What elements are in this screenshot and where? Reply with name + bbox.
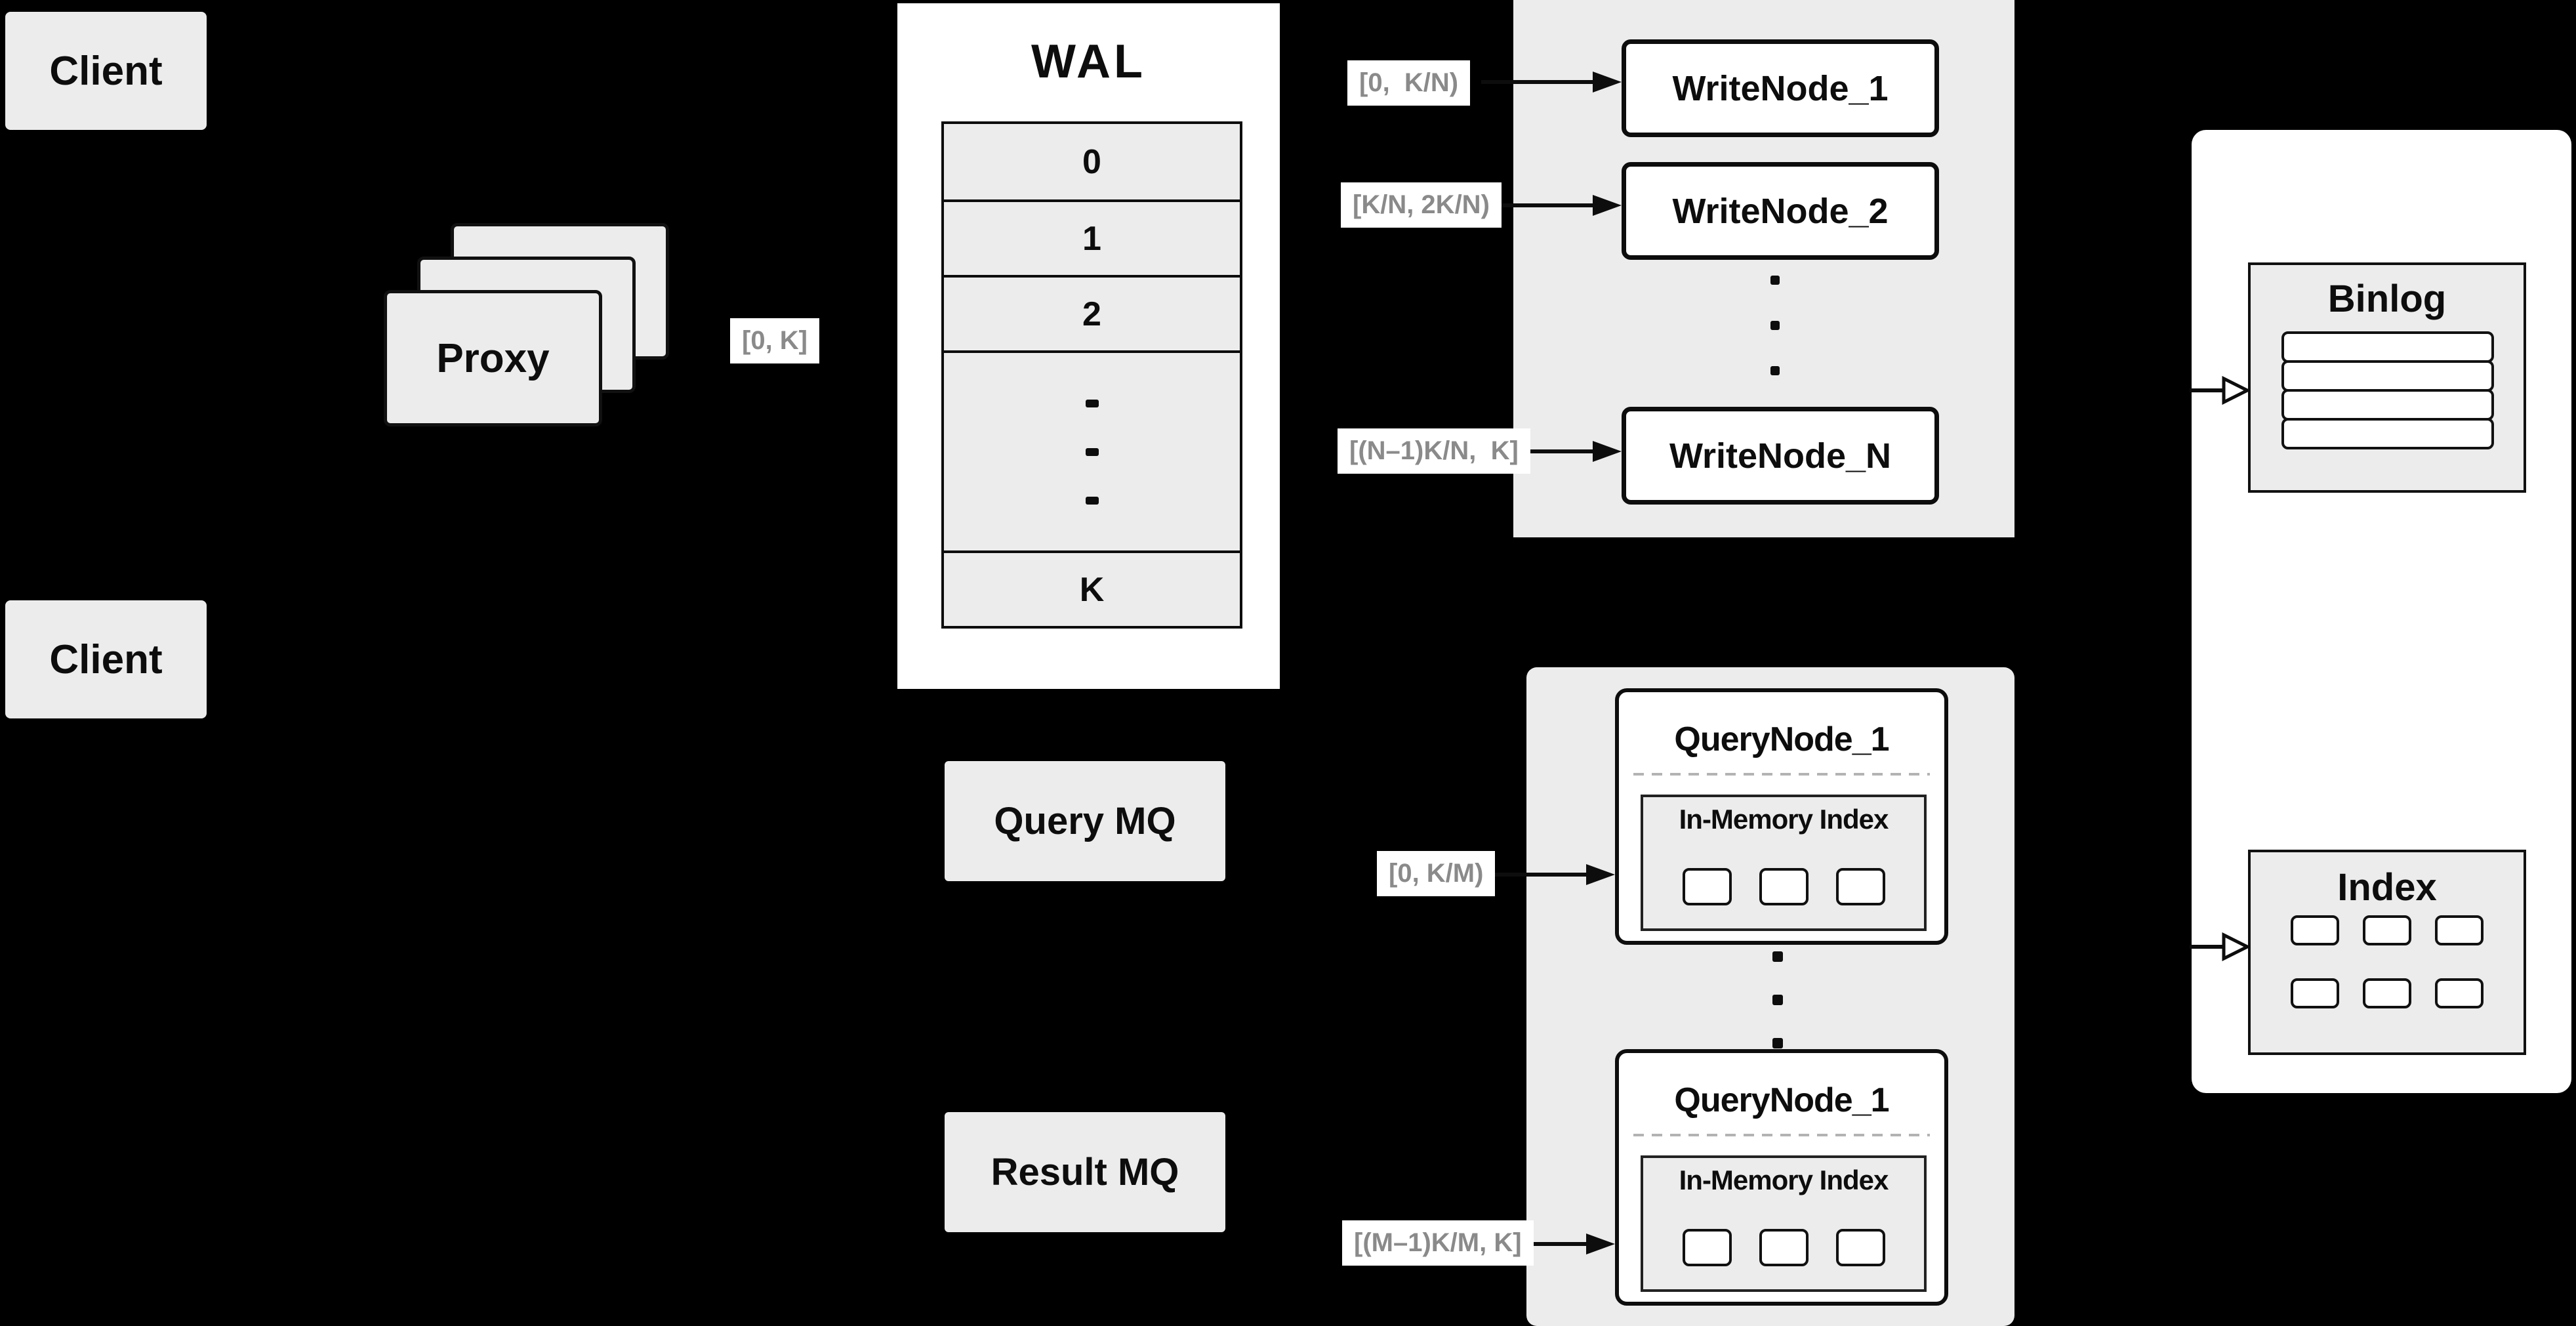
- arrow-to-writenode-2: [1489, 195, 1622, 216]
- wal-title: WAL: [1031, 35, 1146, 88]
- result-mq-label: Result MQ: [991, 1151, 1179, 1193]
- memory-cell: [1682, 868, 1732, 905]
- edge-label-writenode-n: [(N–1)K/N, K]: [1338, 428, 1530, 474]
- write-node-2: WriteNode_2: [1622, 162, 1939, 260]
- index-box: Index: [2248, 850, 2526, 1055]
- wal-table: 0 1 2 K: [941, 121, 1242, 629]
- binlog-row: [2281, 389, 2494, 421]
- vertical-ellipsis-icon: [1772, 951, 1783, 1048]
- query-node-m-title: QueryNode_1: [1674, 1081, 1889, 1119]
- index-cell: [2291, 915, 2339, 945]
- binlog-row: [2281, 418, 2494, 449]
- edge-label-writenode-2: [K/N, 2K/N): [1341, 182, 1502, 228]
- wal-row-k: K: [944, 550, 1240, 626]
- arrow-to-querynode-1: [1486, 864, 1615, 885]
- arrow-to-writenode-1: [1481, 72, 1622, 93]
- in-memory-index-cells: [1643, 1229, 1924, 1266]
- index-title: Index: [2337, 866, 2437, 909]
- index-cells: [2251, 915, 2524, 1008]
- edge-label-querynode-1: [0, K/M): [1377, 851, 1496, 896]
- index-cell: [2363, 915, 2411, 945]
- memory-cell: [1759, 1229, 1809, 1266]
- edge-label-querynode-m: [(M–1)K/M, K]: [1342, 1220, 1534, 1266]
- in-memory-index-title: In-Memory Index: [1679, 1165, 1889, 1195]
- in-memory-index-box: In-Memory Index: [1641, 795, 1927, 931]
- result-mq-box: Result MQ: [945, 1112, 1225, 1232]
- edge-label-proxy-out: [0, K]: [730, 318, 819, 363]
- in-memory-index-cells: [1643, 868, 1924, 905]
- binlog-box: Binlog: [2248, 262, 2526, 493]
- client-bottom-label: Client: [49, 636, 163, 682]
- binlog-title: Binlog: [2327, 278, 2447, 320]
- memory-cell: [1682, 1229, 1732, 1266]
- binlog-row: [2281, 360, 2494, 392]
- index-cell-row: [2251, 978, 2524, 1008]
- wal-row-2: 2: [944, 275, 1240, 350]
- dashed-divider: [1633, 1134, 1930, 1136]
- memory-cell: [1835, 1229, 1885, 1266]
- edge-label-writenode-1: [0, K/N): [1347, 60, 1471, 106]
- query-node-group: QueryNode_1 In-Memory Index QueryNode_1 …: [1526, 667, 2014, 1326]
- index-cell: [2435, 915, 2484, 945]
- query-mq-label: Query MQ: [994, 800, 1176, 842]
- write-node-n: WriteNode_N: [1622, 407, 1939, 505]
- index-cell: [2291, 978, 2339, 1008]
- vertical-ellipsis-icon: [1085, 399, 1099, 505]
- in-memory-index-title: In-Memory Index: [1679, 804, 1889, 835]
- client-box-bottom: Client: [5, 600, 207, 718]
- query-node-1-title: QueryNode_1: [1674, 720, 1889, 758]
- write-node-1: WriteNode_1: [1622, 39, 1939, 137]
- proxy-card-front: Proxy: [384, 290, 602, 426]
- index-cell-row: [2251, 915, 2524, 945]
- wal-row-0: 0: [944, 124, 1240, 199]
- query-mq-box: Query MQ: [945, 761, 1225, 881]
- in-memory-index-box: In-Memory Index: [1641, 1155, 1927, 1292]
- wal-row-ellipsis: [944, 350, 1240, 550]
- open-arrow-to-index: [2190, 932, 2250, 961]
- store-engine-box: Store Engine Binlog Index: [2192, 130, 2571, 1093]
- client-top-label: Client: [49, 48, 163, 94]
- wal-box: WAL 0 1 2 K: [897, 3, 1280, 689]
- binlog-rows: [2281, 331, 2494, 449]
- binlog-row: [2281, 331, 2494, 363]
- vertical-ellipsis-icon: [1770, 276, 1780, 375]
- query-node-m: QueryNode_1 In-Memory Index: [1615, 1049, 1948, 1306]
- open-arrow-to-binlog: [2190, 376, 2250, 405]
- client-box-top: Client: [5, 12, 207, 130]
- index-cell: [2363, 978, 2411, 1008]
- query-node-1: QueryNode_1 In-Memory Index: [1615, 688, 1948, 945]
- memory-cell: [1835, 868, 1885, 905]
- memory-cell: [1759, 868, 1809, 905]
- wal-row-1: 1: [944, 199, 1240, 275]
- proxy-label: Proxy: [436, 335, 550, 381]
- index-cell: [2435, 978, 2484, 1008]
- dashed-divider: [1633, 773, 1930, 776]
